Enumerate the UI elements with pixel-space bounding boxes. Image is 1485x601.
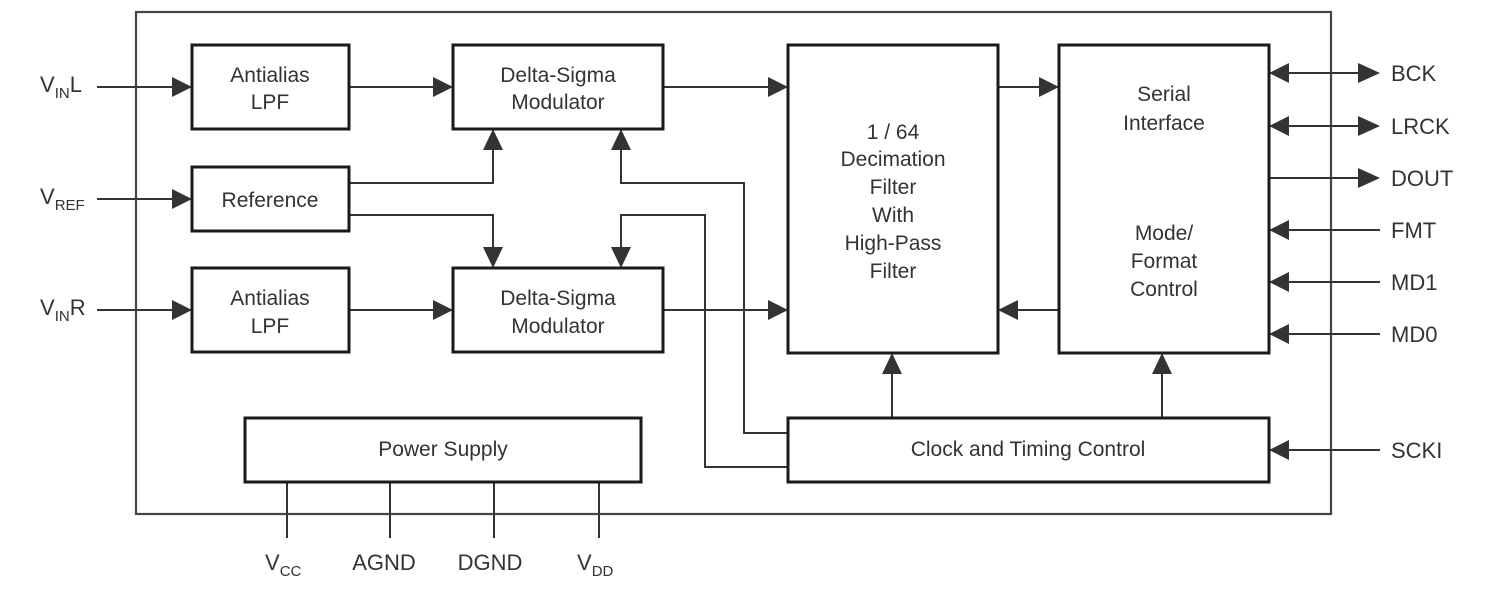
arrow-icon bbox=[433, 77, 453, 97]
block-label: Delta-Sigma bbox=[500, 64, 616, 87]
arrow-icon bbox=[433, 300, 453, 320]
serial-interface-mode-control-block: Serial Interface Mode/ Format Control bbox=[1057, 43, 1271, 355]
block-label: Mode/ bbox=[1135, 222, 1194, 245]
antialias-lpf-right-block: Antialias LPF bbox=[190, 266, 351, 354]
reference-block: Reference bbox=[190, 165, 351, 233]
wire-ref-dsm-bottom bbox=[349, 214, 494, 250]
block-label: Decimation bbox=[840, 148, 945, 171]
block-label: Filter bbox=[870, 176, 917, 199]
antialias-lpf-left-block: Antialias LPF bbox=[190, 43, 351, 131]
pin-label-dgnd: DGND bbox=[458, 550, 523, 575]
arrow-icon bbox=[172, 300, 192, 320]
arrow-icon bbox=[882, 353, 902, 374]
arrow-icon bbox=[1269, 63, 1289, 83]
pin-label-vinr: VINR bbox=[40, 295, 86, 325]
block-label: Filter bbox=[870, 260, 917, 283]
arrow-icon bbox=[1358, 63, 1380, 83]
pin-label-agnd: AGND bbox=[352, 550, 416, 575]
output-pin-labels: BCK LRCK DOUT FMT MD1 MD0 SCKI bbox=[1391, 61, 1453, 463]
arrow-icon bbox=[1269, 440, 1289, 460]
block-label: LPF bbox=[251, 91, 290, 114]
chip-outline bbox=[134, 10, 1333, 516]
clock-timing-control-block: Clock and Timing Control bbox=[786, 416, 1271, 484]
delta-sigma-modulator-bottom-block: Delta-Sigma Modulator bbox=[451, 266, 665, 354]
block-label: Power Supply bbox=[378, 438, 508, 461]
arrow-icon bbox=[1269, 116, 1289, 136]
wire-ref-dsm-top bbox=[349, 148, 494, 184]
block-label: With bbox=[872, 204, 914, 227]
block-label: Delta-Sigma bbox=[500, 287, 616, 310]
arrow-icon bbox=[1039, 77, 1059, 97]
input-pin-labels: VINL VREF VINR bbox=[40, 72, 86, 325]
pin-label-vref: VREF bbox=[40, 184, 85, 214]
block-label: Control bbox=[1130, 278, 1198, 301]
wire-clock-dsm-bottom bbox=[620, 214, 788, 468]
delta-sigma-modulator-top-block: Delta-Sigma Modulator bbox=[451, 43, 665, 131]
arrow-icon bbox=[483, 247, 503, 268]
pin-label-dout: DOUT bbox=[1391, 166, 1453, 191]
pin-label-fmt: FMT bbox=[1391, 218, 1436, 243]
block-label: Reference bbox=[222, 189, 319, 212]
arrow-icon bbox=[1152, 353, 1172, 374]
pin-label-bck: BCK bbox=[1391, 61, 1437, 86]
pin-label-vcc: VCC bbox=[265, 550, 302, 580]
pin-label-md0: MD0 bbox=[1391, 322, 1437, 347]
arrow-icon bbox=[172, 189, 192, 209]
block-label: Serial bbox=[1137, 83, 1191, 106]
arrow-icon bbox=[768, 300, 788, 320]
arrow-icon bbox=[611, 129, 631, 150]
pin-label-vinl: VINL bbox=[40, 72, 82, 102]
arrow-icon bbox=[1358, 168, 1380, 188]
arrow-icon bbox=[1269, 324, 1289, 344]
pin-label-lrck: LRCK bbox=[1391, 114, 1450, 139]
arrow-icon bbox=[172, 77, 192, 97]
block-label: Format bbox=[1131, 250, 1198, 273]
wire-clock-dsm-top bbox=[620, 148, 788, 434]
arrow-icon bbox=[998, 300, 1018, 320]
arrow-icon bbox=[768, 77, 788, 97]
block-label: Modulator bbox=[511, 315, 604, 338]
power-pin-labels: VCC AGND DGND VDD bbox=[265, 550, 614, 580]
block-label: Antialias bbox=[230, 287, 309, 310]
pin-label-vdd: VDD bbox=[577, 550, 614, 580]
arrow-icon bbox=[1269, 272, 1289, 292]
pin-label-md1: MD1 bbox=[1391, 270, 1437, 295]
decimation-filter-block: 1 / 64 Decimation Filter With High-Pass … bbox=[786, 43, 1000, 355]
block-label: Modulator bbox=[511, 91, 604, 114]
arrow-icon bbox=[483, 129, 503, 150]
block-label: High-Pass bbox=[845, 232, 942, 255]
block-label: Antialias bbox=[230, 64, 309, 87]
arrow-icon bbox=[611, 247, 631, 268]
arrow-icon bbox=[1358, 116, 1380, 136]
block-label: LPF bbox=[251, 315, 290, 338]
block-label: Interface bbox=[1123, 112, 1205, 135]
block-label: Clock and Timing Control bbox=[911, 438, 1146, 461]
block-label: 1 / 64 bbox=[867, 121, 920, 144]
power-supply-block: Power Supply bbox=[243, 416, 643, 484]
pin-label-scki: SCKI bbox=[1391, 438, 1442, 463]
signal-wires bbox=[97, 63, 1380, 538]
arrow-icon bbox=[1269, 220, 1289, 240]
